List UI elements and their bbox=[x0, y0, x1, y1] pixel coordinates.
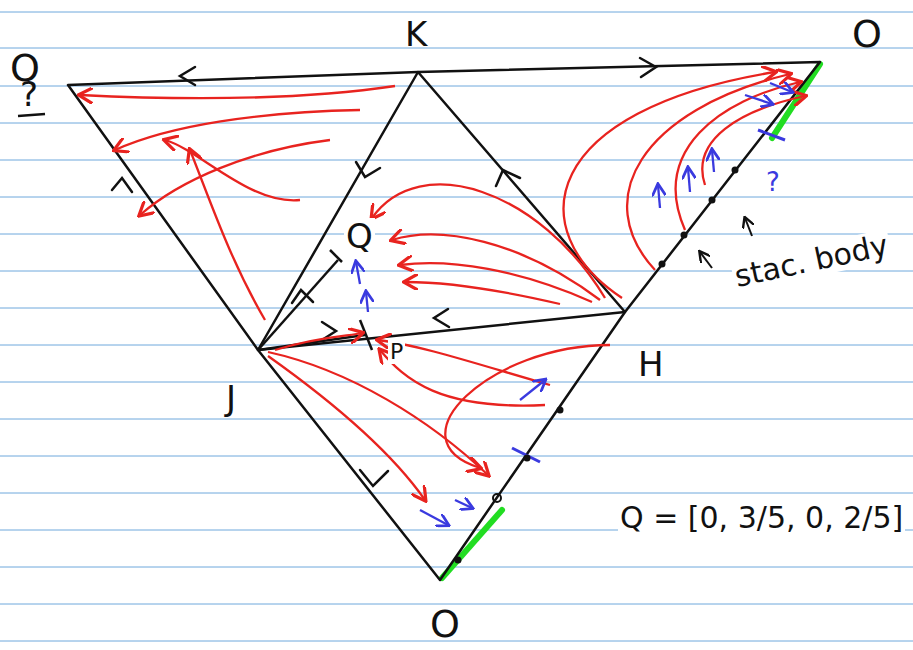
stationary-dot bbox=[557, 407, 564, 414]
flow-hint bbox=[520, 380, 545, 400]
stationary-dot bbox=[732, 167, 739, 174]
edge-arrow bbox=[360, 470, 388, 486]
vertex-label: O bbox=[428, 604, 462, 644]
stationary-segment-group bbox=[442, 64, 820, 578]
edge-arrows bbox=[112, 58, 656, 486]
tick-mark bbox=[360, 320, 372, 350]
trajectory bbox=[268, 356, 425, 500]
separatrix bbox=[258, 260, 338, 350]
flow-hint bbox=[770, 83, 792, 92]
inner-triangle bbox=[258, 72, 625, 350]
edge-arrow bbox=[434, 309, 449, 327]
separatrix-lines bbox=[258, 250, 372, 350]
ruled-line bbox=[0, 12, 913, 13]
ruled-line bbox=[0, 197, 913, 198]
cross-mark bbox=[758, 130, 785, 140]
note-mark: ? bbox=[18, 76, 40, 112]
tick-mark bbox=[330, 250, 342, 262]
stationary-dot bbox=[681, 232, 688, 239]
trajectory bbox=[702, 96, 805, 185]
point-label: P bbox=[388, 340, 405, 364]
stationary-dot bbox=[455, 557, 462, 564]
separatrix bbox=[258, 335, 365, 350]
trajectories bbox=[80, 72, 805, 500]
flow-hint bbox=[712, 150, 714, 172]
vertex-label: O bbox=[850, 14, 884, 54]
trajectory bbox=[275, 333, 362, 350]
ruled-line bbox=[0, 160, 913, 161]
flow-hint bbox=[366, 292, 368, 312]
cross-mark bbox=[512, 448, 540, 462]
trajectory bbox=[445, 345, 610, 468]
stationary-dot bbox=[659, 261, 666, 268]
trajectory bbox=[80, 86, 395, 98]
trajectory bbox=[115, 110, 360, 150]
boundary-marks bbox=[512, 130, 785, 462]
trajectory bbox=[165, 140, 300, 200]
annotation: stac. body bbox=[730, 229, 893, 293]
trajectory bbox=[268, 352, 488, 475]
point-label: Q bbox=[344, 218, 375, 254]
ruled-line bbox=[0, 493, 913, 494]
edge-arrow bbox=[496, 170, 520, 186]
trajectory bbox=[140, 140, 330, 215]
flow-hint bbox=[455, 500, 472, 508]
flow-hint bbox=[688, 168, 690, 192]
flow-hint bbox=[745, 95, 772, 104]
ruled-line bbox=[0, 567, 913, 568]
trajectory bbox=[378, 340, 550, 385]
vertex-label: H bbox=[636, 346, 666, 382]
flow-hint bbox=[658, 185, 660, 208]
flow-hint bbox=[356, 262, 360, 284]
note-mark: ? bbox=[764, 168, 782, 196]
vertex-label: J bbox=[224, 380, 238, 416]
trajectory bbox=[676, 82, 800, 230]
stationary-dot bbox=[709, 197, 716, 204]
formula: Q = [0, 3/5, 0, 2/5] bbox=[618, 502, 905, 534]
stationary-segment bbox=[442, 510, 502, 578]
trajectory bbox=[190, 150, 265, 320]
ruled-line bbox=[0, 308, 913, 309]
ruled-line bbox=[0, 48, 913, 49]
stationary-dot bbox=[493, 494, 501, 502]
ruled-line bbox=[0, 419, 913, 420]
edge-arrow bbox=[180, 67, 195, 85]
flow-hint bbox=[420, 510, 448, 525]
edge-arrow bbox=[640, 58, 656, 77]
trajectory bbox=[627, 74, 790, 270]
trajectory bbox=[405, 282, 560, 304]
leader-arrow bbox=[700, 252, 712, 268]
ruled-line bbox=[0, 234, 913, 235]
underline bbox=[18, 114, 45, 116]
edge-arrow bbox=[112, 178, 132, 192]
edge-arrow bbox=[356, 162, 380, 177]
ruled-line bbox=[0, 123, 913, 124]
flow-hints bbox=[356, 83, 792, 525]
ruled-line bbox=[0, 382, 913, 383]
ruled-line-group bbox=[0, 12, 913, 641]
vertex-label: K bbox=[403, 16, 429, 52]
ruled-line bbox=[0, 345, 913, 346]
stationary-dot bbox=[524, 455, 531, 462]
leader-arrow bbox=[745, 218, 752, 236]
stationary-segment bbox=[772, 64, 820, 138]
